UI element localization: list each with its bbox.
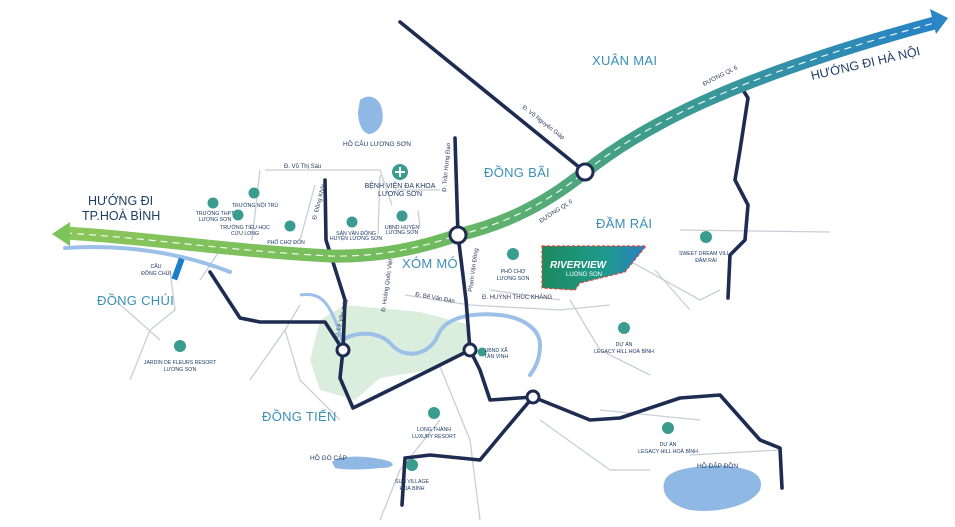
highway-centerline (64, 21, 939, 257)
resort-building-icon (174, 340, 186, 352)
poi-long-thanh: LONG THÀNH LUXURY RESORT (412, 407, 457, 440)
area-xom-mo: XÓM MÓ (402, 256, 458, 271)
river-branch (299, 292, 344, 341)
poi-stadium: SÂN VẬN ĐỘNG HUYỆN LƯƠNG SƠN (330, 216, 382, 242)
poi-cho-don-label: PHỐ CHỢ ĐÔN (267, 239, 305, 246)
poi-jardin-line2: LƯƠNG SƠN (164, 367, 197, 373)
poi-sweet-dream: SWEET DREAM VILLA ĐẦM RÁI (679, 231, 734, 264)
lake-label-dap-don: HỒ ĐẬP ĐỒN (697, 460, 738, 470)
park-area (310, 305, 470, 400)
project-building-icon (662, 422, 674, 434)
road-label-pham-van-dong: Phạm Văn Đồng (468, 248, 480, 292)
direction-hoa-binh-line2: TP.HOÀ BÌNH (82, 208, 160, 223)
poi-noi-tru-label: TRƯỜNG NỘI TRÚ (232, 202, 279, 209)
lake-dap-don (663, 465, 761, 511)
poi-tieu-hoc-line1: TRƯỜNG TIỂU HỌC (220, 224, 270, 231)
poi-noi-tru: TRƯỜNG NỘI TRÚ (232, 187, 279, 209)
poi-cho-ls-line1: PHỐ CHỢ (501, 268, 526, 275)
poi-tieu-hoc: TRƯỜNG TIỂU HỌC CỬU LONG (220, 209, 270, 237)
poi-long-thanh-line2: LUXURY RESORT (412, 434, 457, 440)
direction-hoa-binh-line1: HƯỚNG ĐI (88, 193, 153, 208)
poi-legacy-a-line1: DỰ ÁN (616, 341, 633, 348)
arrow-ha-noi-icon (930, 9, 948, 34)
poi-thpt-line1: TRƯỜNG THPT (196, 210, 235, 217)
poi-ubnd-huyen-line1: UBND HUYỆN (385, 223, 420, 231)
area-dam-rai: ĐẦM RÁI (596, 216, 652, 231)
poi-ubnd-xa-line2: TÂN VINH (484, 353, 508, 360)
poi-stadium-line1: SÂN VẬN ĐỘNG (336, 230, 376, 237)
bridge-marker (171, 257, 185, 281)
poi-sun-village: SUN VILLAGE HOÀ BÌNH (395, 459, 430, 492)
node-ql6-tran-hung-dao (448, 225, 468, 245)
poi-sweet-dream-line1: SWEET DREAM VILLA (679, 251, 734, 257)
bridge-label-line1: CẦU (151, 263, 162, 270)
project-sub: LUONG SON (566, 272, 602, 278)
bridge-label-line2: ĐỒNG CHÚI (141, 270, 171, 277)
poi-hospital: BỆNH VIỆN ĐA KHOA LƯƠNG SƠN (365, 164, 436, 198)
poi-sun-village-line2: HOÀ BÌNH (399, 485, 424, 492)
poi-legacy-a-line2: LEGACY HILL HOÀ BÌNH (594, 348, 654, 355)
poi-jardin-line1: JARDIN DE FLEURS RESORT (144, 360, 217, 366)
stadium-ball-icon (346, 216, 358, 228)
road-label-vo-thi-sau: Đ. Võ Thị Sáu (284, 164, 321, 170)
market-cart-icon (507, 248, 519, 260)
government-building-icon (396, 210, 408, 222)
poi-stadium-line2: HUYỆN LƯƠNG SƠN (330, 234, 382, 242)
area-dong-bai: ĐỒNG BÃI (484, 165, 550, 180)
resort-building-icon (428, 407, 440, 419)
project-name: RIVERVIEW (550, 260, 608, 271)
area-dong-chui: ĐỒNG CHÚI (97, 293, 174, 308)
road-label-bo-van-dan: Đ. Bế Văn Đàn (415, 292, 455, 305)
poi-thpt-line2: LƯƠNG SƠN (199, 217, 232, 223)
node-ql6-vo-nguyen-giap (575, 162, 595, 182)
highway-ql6 (64, 15, 940, 263)
villa-building-icon (700, 231, 712, 243)
lake-label-go-cap: HỒ GÒ CÁP (310, 452, 347, 462)
resort-building-icon (406, 459, 418, 471)
poi-ubnd-xa-line1: UBND XÃ (484, 347, 508, 354)
node-pham-van-dong (462, 342, 478, 358)
riverview-project-area (541, 245, 648, 291)
poi-tieu-hoc-line2: CỬU LONG (231, 230, 259, 237)
government-building-icon (477, 347, 487, 357)
poi-cho-don: PHỐ CHỢ ĐÔN (267, 220, 305, 246)
poi-legacy-b-line1: DỰ ÁN (660, 441, 677, 448)
poi-sun-village-line1: SUN VILLAGE (395, 479, 430, 485)
poi-hospital-line1: BỆNH VIỆN ĐA KHOA (365, 181, 436, 190)
node-le-van-cau (335, 342, 351, 358)
poi-ubnd-huyen-line2: LƯƠNG SƠN (386, 230, 419, 236)
poi-ubnd-xa: UBND XÃ TÂN VINH (477, 347, 508, 360)
road-label-hoang-quoc-viet: Đ. Hoàng Quốc Việt (381, 258, 394, 312)
poi-legacy-b: DỰ ÁN LEGACY HILL HOÀ BÌNH (638, 422, 698, 455)
minor-roads (114, 169, 831, 521)
lake-cau-luong-son (358, 96, 383, 134)
school-building-icon (207, 197, 219, 209)
lake-go-cap (332, 456, 393, 470)
poi-cho-ls-line2: LƯƠNG SƠN (497, 276, 530, 282)
road-label-huynh-thuc-khang: Đ. HUỲNH THÚC KHÁNG (482, 294, 553, 301)
poi-cho-luong-son: PHỐ CHỢ LƯƠNG SƠN (497, 248, 530, 282)
river (63, 245, 543, 377)
project-building-icon (618, 322, 630, 334)
poi-ubnd-huyen: UBND HUYỆN LƯƠNG SƠN (385, 210, 420, 236)
poi-legacy-b-line2: LEGACY HILL HOÀ BÌNH (638, 448, 698, 455)
poi-legacy-a: DỰ ÁN LEGACY HILL HOÀ BÌNH (594, 322, 654, 355)
road-label-tran-hung-dao: Đ. Trần Hưng Đạo (442, 142, 452, 192)
area-xuan-mai: XUÂN MAI (592, 53, 657, 68)
market-cart-icon (284, 220, 296, 232)
poi-jardin: JARDIN DE FLEURS RESORT LƯƠNG SƠN (144, 340, 217, 373)
node-tan-vinh (525, 389, 541, 405)
lake-label-cau-luong-son: HỒ CÂU LƯƠNG SƠN (343, 138, 411, 148)
poi-sweet-dream-line2: ĐẦM RÁI (695, 257, 717, 264)
school-building-icon (232, 209, 244, 221)
poi-long-thanh-line1: LONG THÀNH (417, 426, 451, 433)
poi-hospital-line2: LƯƠNG SƠN (378, 191, 422, 198)
school-building-icon (248, 187, 260, 199)
arrow-hoa-binh-icon (52, 222, 70, 246)
area-dong-tien: ĐỒNG TIẾN (262, 409, 337, 424)
poi-thpt: TRƯỜNG THPT LƯƠNG SƠN (196, 197, 235, 223)
main-roads (208, 20, 784, 507)
